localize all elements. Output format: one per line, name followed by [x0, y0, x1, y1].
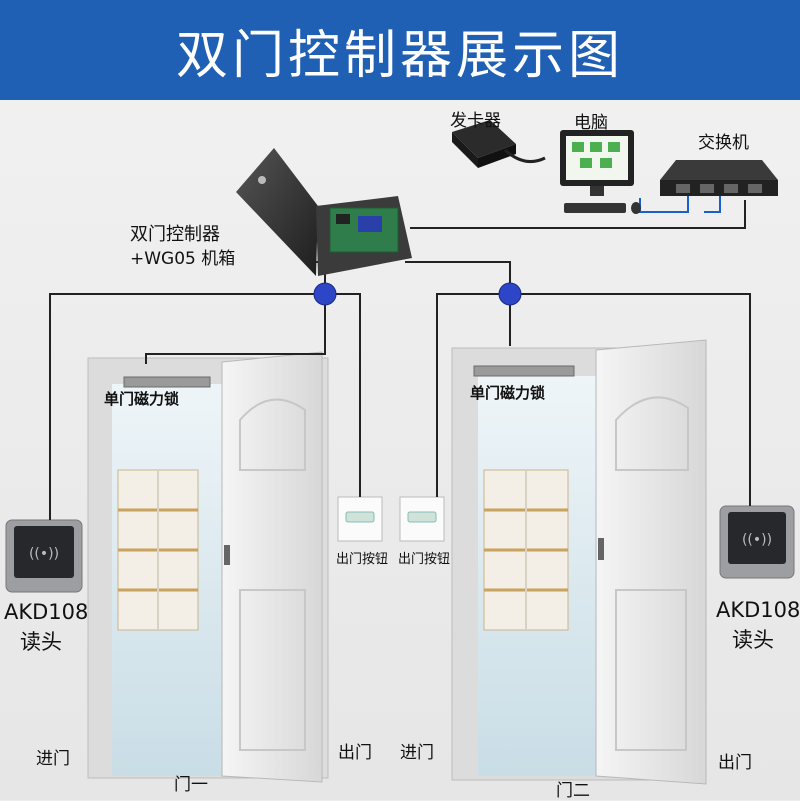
junction-node-one: [313, 282, 337, 306]
junction-node-two: [498, 282, 522, 306]
computer-device: [560, 130, 641, 214]
door-two-magnetic-lock: [473, 365, 575, 377]
door-two-reader-model: AKD108: [716, 598, 800, 622]
door-two-exit-button: [399, 496, 445, 542]
door-one-exit-button: [337, 496, 383, 542]
wire-controller-to-node-two: [405, 261, 511, 294]
door-one-shelf: [117, 469, 199, 631]
door-two: ((•)): [399, 339, 795, 785]
door-one-name: 门一: [174, 775, 208, 795]
svg-text:((•)): ((•)): [29, 546, 59, 562]
card-issuer-device: [452, 120, 546, 168]
controller-label-line1: 双门控制器: [130, 224, 220, 245]
wire-controller-to-switch: [410, 200, 746, 229]
door-one-handle: [224, 545, 230, 565]
door-two-reader-label: 读头: [732, 628, 774, 652]
door-one-reader-label: 读头: [20, 630, 62, 654]
door-one-reader: ((•)): [5, 519, 83, 593]
door-two-lock-label: 单门磁力锁: [470, 384, 546, 402]
wire-switch-port: [704, 194, 721, 213]
network-switch-device: [660, 160, 778, 196]
wire-node-one-to-exit-button: [325, 293, 361, 497]
network-wiring: [639, 194, 721, 213]
door-one: ((•)): [5, 351, 383, 783]
computer-label: 电脑: [574, 113, 608, 133]
door-two-leaf: [595, 339, 707, 785]
wire-computer-to-switch: [639, 194, 689, 213]
control-wiring: [49, 200, 751, 520]
door-one-leaf: [221, 351, 323, 783]
page-title: 双门控制器展示图: [175, 25, 624, 86]
wire-node-one-to-lock: [145, 294, 326, 364]
door-one-magnetic-lock: [123, 376, 211, 388]
door-one-lock-label: 单门磁力锁: [104, 390, 180, 408]
door-one-exit-button-label: 出门按钮: [336, 552, 389, 567]
svg-text:((•)): ((•)): [742, 532, 772, 548]
computer-keyboard: [564, 203, 626, 213]
door-two-shelf: [483, 469, 569, 631]
controller-box-lid: [236, 148, 318, 276]
door-two-enter-label: 进门: [400, 743, 434, 763]
door-two-name: 门二: [556, 781, 590, 801]
wire-node-two-to-exit-button: [436, 293, 510, 497]
door-two-exit-label: 出门: [718, 753, 752, 773]
door-two-exit-button-label: 出门按钮: [398, 552, 451, 567]
door-one-enter-label: 进门: [36, 749, 70, 769]
switch-label: 交换机: [698, 133, 749, 153]
door-two-reader: ((•)): [719, 505, 795, 579]
controller-box: [236, 148, 412, 276]
card-issuer-label: 发卡器: [450, 111, 501, 131]
title-banner: 双门控制器展示图: [0, 0, 800, 100]
door-one-reader-model: AKD108: [4, 600, 89, 624]
wire-node-two-to-reader: [510, 293, 751, 506]
door-two-handle: [598, 538, 604, 560]
door-one-exit-label: 出门: [338, 743, 372, 763]
wire-node-one-to-reader: [49, 293, 325, 520]
computer-mouse: [631, 202, 641, 214]
controller-label-line2: +WG05 机箱: [130, 249, 236, 269]
